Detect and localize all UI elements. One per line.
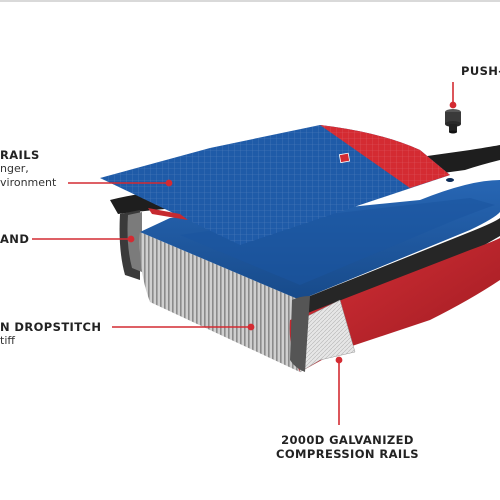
leader-band-dot xyxy=(127,235,135,243)
label-band: AND xyxy=(0,232,29,246)
outer-rail-front xyxy=(290,296,310,372)
label-push-pin: PUSH- xyxy=(461,64,500,78)
label-galvanized: 2000D GALVANIZED COMPRESSION RAILS xyxy=(276,433,419,461)
label-push-pin-title: PUSH- xyxy=(461,64,500,78)
leader-push-pin-dot xyxy=(449,101,457,109)
left-side-rail-inner xyxy=(127,212,142,272)
label-rails-title: RAILS xyxy=(0,148,40,162)
valve-hole xyxy=(446,178,454,182)
label-band-title: AND xyxy=(0,232,30,246)
thin-red-rail xyxy=(148,208,188,220)
deck-pad-red-tail-grid xyxy=(320,125,450,188)
label-rails-line2: vironment xyxy=(0,176,57,189)
label-dropstitch: N DROPSTITCH tiff xyxy=(0,320,101,348)
leader-lines xyxy=(32,82,457,425)
label-rails: RAILS nger, vironment xyxy=(0,148,56,190)
label-galvanized-line1: 2000D GALVANIZED xyxy=(281,433,414,447)
push-pin-valve xyxy=(445,109,461,134)
label-dropstitch-title: N DROPSTITCH xyxy=(0,320,102,334)
deck-pad-grid xyxy=(100,125,450,245)
label-dropstitch-line1: tiff xyxy=(0,334,15,347)
leader-galvanized-dot xyxy=(335,356,343,364)
label-rails-line1: nger, xyxy=(0,162,29,175)
label-galvanized-line2: COMPRESSION RAILS xyxy=(276,447,419,461)
deck-logo xyxy=(338,152,351,164)
blue-core-inner xyxy=(180,198,495,285)
dropstitch-core-front xyxy=(250,280,300,372)
nose-rail-dark xyxy=(300,218,500,320)
leader-rails-dot xyxy=(165,179,173,187)
leader-dropstitch-dot xyxy=(247,323,255,331)
